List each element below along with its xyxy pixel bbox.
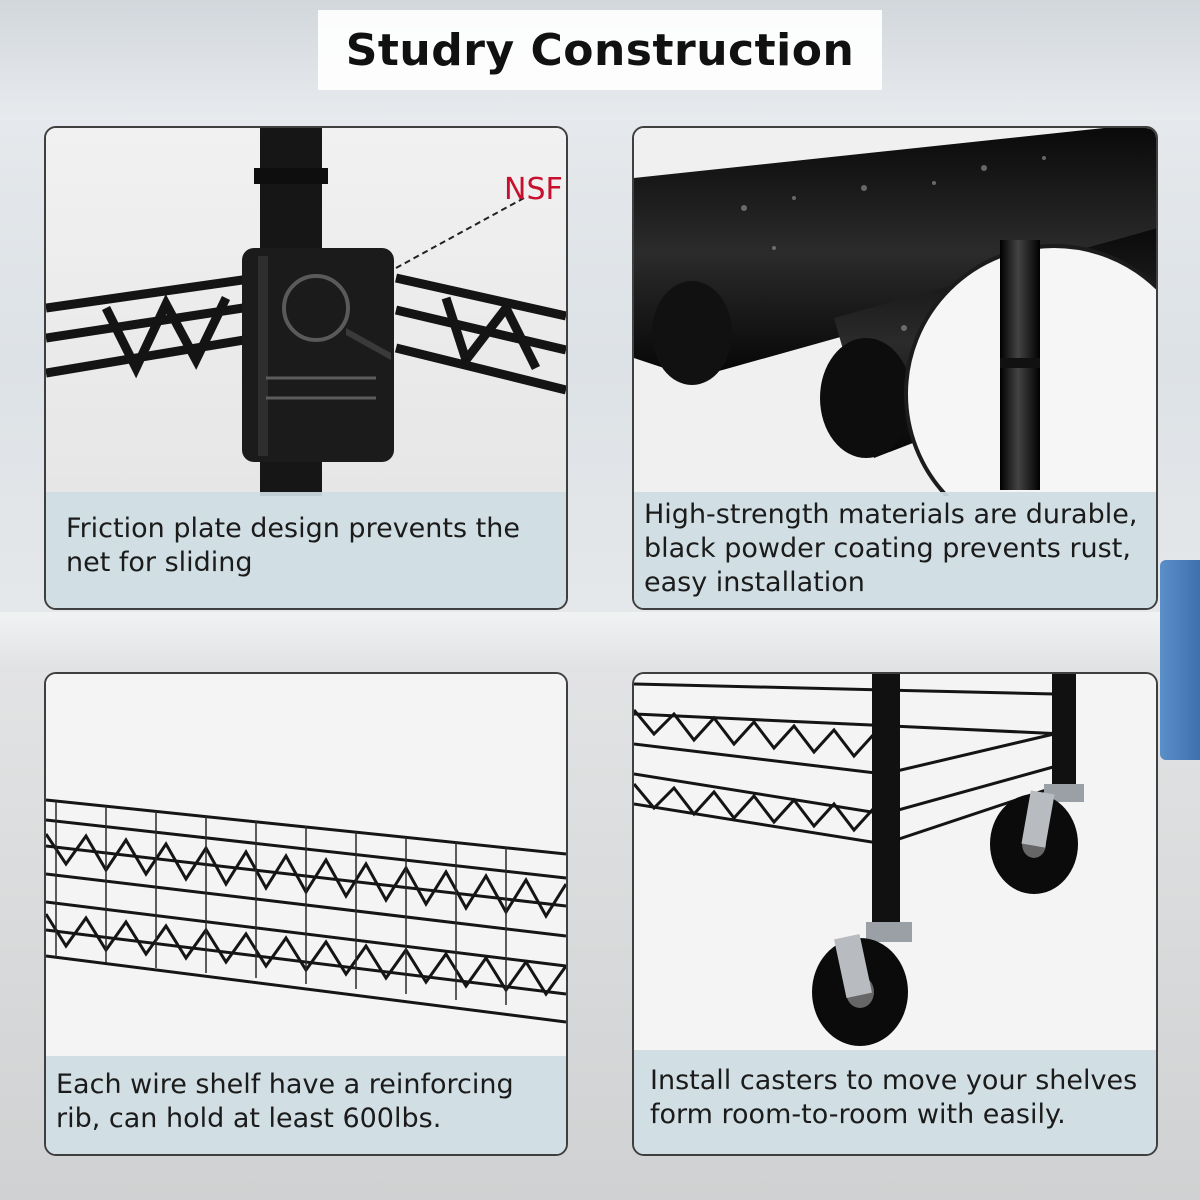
friction-plate-caption: Friction plate design prevents the net f… [66, 513, 520, 578]
materials-caption: High-strength materials are durable, bla… [644, 499, 1138, 598]
wire-shelf-caption-box: Each wire shelf have a reinforcing rib, … [46, 1056, 566, 1154]
panel-friction-plate: NSF Friction plate design prevents the n… [44, 126, 568, 610]
panel-wire-shelf: Each wire shelf have a reinforcing rib, … [44, 672, 568, 1156]
friction-plate-photo: NSF [46, 128, 566, 496]
friction-plate-caption-box: Friction plate design prevents the net f… [46, 492, 566, 608]
page-title: Studry Construction [345, 24, 855, 76]
nsf-callout: NSF [504, 172, 563, 207]
wire-shelf-photo [46, 674, 566, 1060]
background-wall-stripe [0, 612, 1200, 672]
panel-casters: Install casters to move your shelves for… [632, 672, 1158, 1156]
background-barrel [1160, 560, 1200, 760]
casters-caption-box: Install casters to move your shelves for… [634, 1050, 1156, 1154]
wire-shelf-caption: Each wire shelf have a reinforcing rib, … [56, 1069, 514, 1134]
materials-photo [634, 128, 1156, 496]
panel-materials: High-strength materials are durable, bla… [632, 126, 1158, 610]
casters-photo [634, 674, 1156, 1054]
materials-caption-box: High-strength materials are durable, bla… [634, 492, 1156, 608]
casters-caption: Install casters to move your shelves for… [650, 1065, 1138, 1130]
title-banner: Studry Construction [318, 10, 882, 90]
